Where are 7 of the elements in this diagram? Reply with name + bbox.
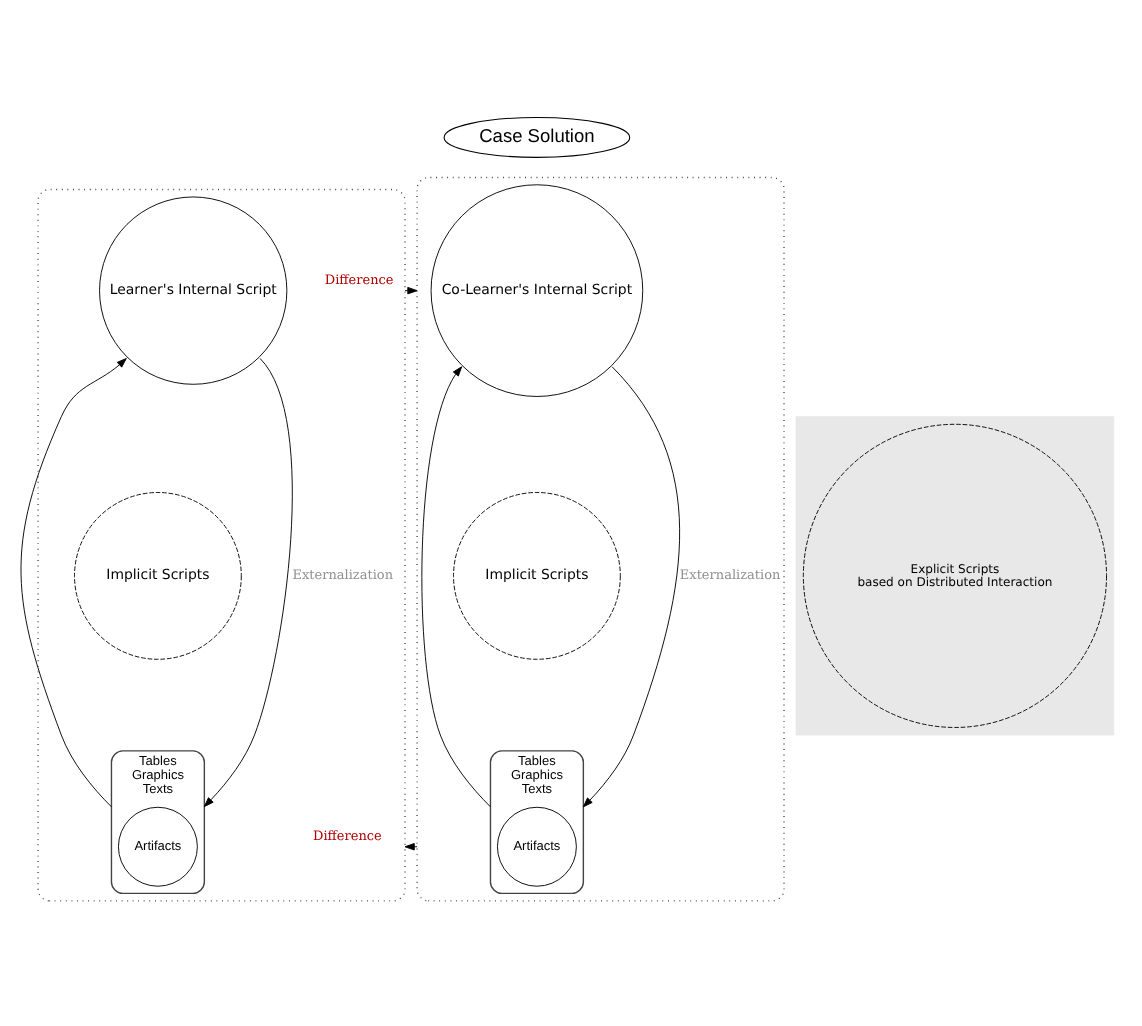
arrow	[582, 366, 681, 808]
arrow	[421, 366, 491, 808]
arrow	[20, 357, 127, 808]
arrow	[404, 843, 418, 851]
node-ellipse: Case Solution	[443, 116, 631, 158]
arrow	[203, 357, 293, 808]
cluster	[37, 188, 406, 902]
